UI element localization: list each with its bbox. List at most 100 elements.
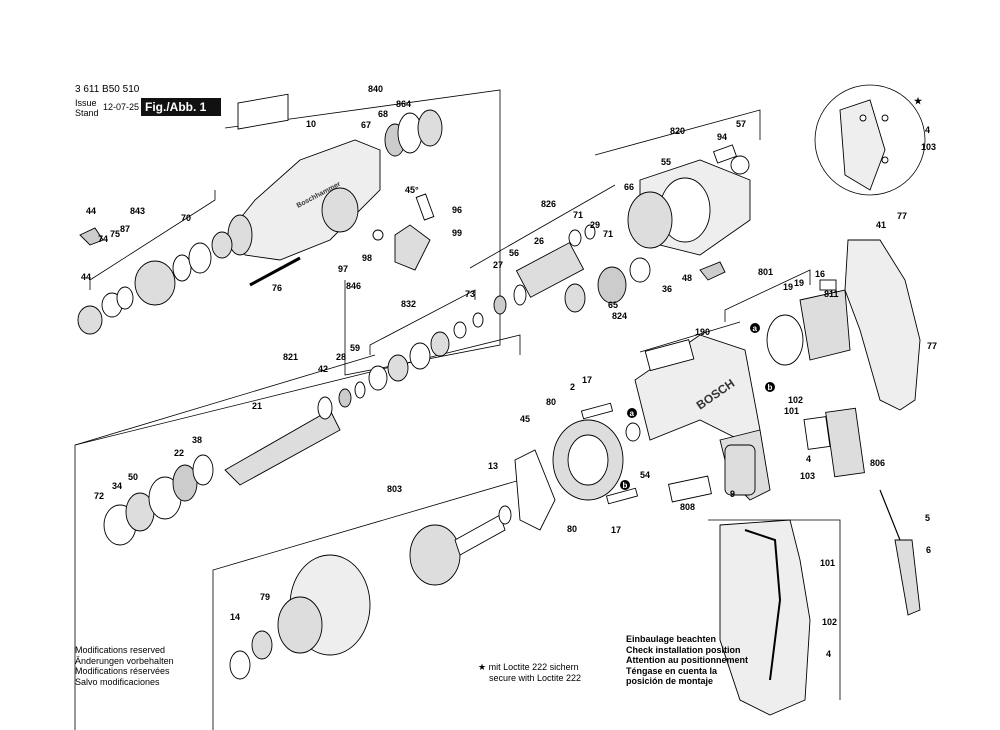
callout-101a: 101 <box>784 406 799 416</box>
callout-846: 846 <box>346 281 361 291</box>
callout-42: 42 <box>318 364 328 374</box>
callout-44a: 44 <box>86 206 96 216</box>
switch-sketch <box>803 407 865 478</box>
callout-45b: 45 <box>520 414 530 424</box>
callout-80a: 80 <box>546 397 556 407</box>
group-outline-826 <box>469 184 616 269</box>
loctite-line: ★ mit Loctite 222 sichern <box>478 662 579 672</box>
callout-55: 55 <box>661 157 671 167</box>
callout-71b: 71 <box>603 229 613 239</box>
installation-line: Attention au positionnement <box>626 655 748 665</box>
callout-57: 57 <box>736 119 746 129</box>
connector-a-label-2: a <box>630 409 635 418</box>
callout-70: 70 <box>181 213 191 223</box>
chuck-parts-sketch <box>77 227 233 335</box>
callout-824: 824 <box>612 311 627 321</box>
callout-19a: 19 <box>783 282 793 292</box>
callout-38: 38 <box>192 435 202 445</box>
cable-sleeve-sketch <box>894 539 921 616</box>
callout-48: 48 <box>682 273 692 283</box>
callout-54: 54 <box>640 470 650 480</box>
detail-circle <box>814 84 926 196</box>
callout-75: 75 <box>110 229 120 239</box>
connector-b-label-1: b <box>768 383 773 392</box>
callout-29: 29 <box>590 220 600 230</box>
group-outline-installation <box>708 519 841 700</box>
stator-sketch <box>552 402 641 505</box>
callout-826: 826 <box>541 199 556 209</box>
callout-6: 6 <box>926 545 931 555</box>
group-outline-820 <box>594 109 761 156</box>
callout-45a: 45° <box>405 185 419 195</box>
label-card-9 <box>724 444 756 496</box>
callout-72: 72 <box>94 491 104 501</box>
callout-56: 56 <box>509 248 519 258</box>
label-card-808 <box>668 475 712 503</box>
bearing-sketch <box>384 109 443 157</box>
callout-821: 821 <box>283 352 298 362</box>
part-number: 3 611 B50 510 <box>75 84 140 95</box>
issue-date: 12-07-25 <box>103 102 140 112</box>
callout-2: 2 <box>570 382 575 392</box>
callout-9: 9 <box>730 489 735 499</box>
selector-switch-sketch <box>372 193 435 271</box>
installation-line: Einbaulage beachten <box>626 634 717 644</box>
callout-17b: 17 <box>611 525 621 535</box>
callout-73: 73 <box>465 289 475 299</box>
callout-22: 22 <box>174 448 184 458</box>
callout-840: 840 <box>368 84 383 94</box>
armature-sketch <box>277 505 512 656</box>
connector-a-marker-1 <box>750 323 760 333</box>
callout-66: 66 <box>624 182 634 192</box>
callout-97: 97 <box>338 264 348 274</box>
callout-87: 87 <box>120 224 130 234</box>
callout-50: 50 <box>128 472 138 482</box>
callout-17a: 17 <box>582 375 592 385</box>
callout-832: 832 <box>401 299 416 309</box>
callout-star: ★ <box>914 96 923 106</box>
loctite-note: ★ mit Loctite 222 sichern secure with Lo… <box>478 662 581 683</box>
callout-190: 190 <box>695 327 710 337</box>
installation-line: posición de montaje <box>626 676 714 686</box>
callout-28: 28 <box>336 352 346 362</box>
figure-label: Fig./Abb. 1 <box>141 98 221 116</box>
gear-housing-sketch <box>227 93 381 261</box>
callout-59: 59 <box>350 343 360 353</box>
installation-line: Check installation position <box>626 644 741 655</box>
washer-14-sketch <box>229 650 251 680</box>
callout-806: 806 <box>870 458 885 468</box>
gear-cover-sketch <box>627 144 751 281</box>
group-outline-main-box <box>74 334 521 730</box>
handle-sketch <box>844 239 921 411</box>
callout-80b: 80 <box>567 524 577 534</box>
installation-line: Téngase en cuenta la <box>626 665 718 676</box>
installation-note: Einbaulage beachten Check installation p… <box>626 634 748 687</box>
callout-68: 68 <box>378 109 388 119</box>
callout-65: 65 <box>608 300 618 310</box>
callout-76: 76 <box>272 283 282 293</box>
callout-71a: 71 <box>573 210 583 220</box>
impact-mechanism-sketch <box>493 224 651 315</box>
callout-36: 36 <box>662 284 672 294</box>
callout-21: 21 <box>252 401 262 411</box>
callout-77a: 77 <box>897 211 907 221</box>
connector-a-label-1: a <box>753 324 758 333</box>
modifications-note: Modifications reserved Änderungen vorbeh… <box>75 645 174 687</box>
callout-79: 79 <box>260 592 270 602</box>
callout-803: 803 <box>387 484 402 494</box>
callout-808: 808 <box>680 502 695 512</box>
air-guide-sketch <box>514 449 556 531</box>
screw-76-sketch <box>249 256 301 287</box>
callout-96: 96 <box>452 205 462 215</box>
callout-4c: 4 <box>925 125 930 135</box>
callout-74: 74 <box>98 234 108 244</box>
callout-16: 16 <box>815 269 825 279</box>
callout-26: 26 <box>534 236 544 246</box>
brush-holder-sketch <box>766 279 851 366</box>
callout-801: 801 <box>758 267 773 277</box>
callout-103b: 103 <box>921 142 936 152</box>
callout-811: 811 <box>824 289 839 299</box>
modifications-line: Modifications reserved <box>75 645 166 655</box>
